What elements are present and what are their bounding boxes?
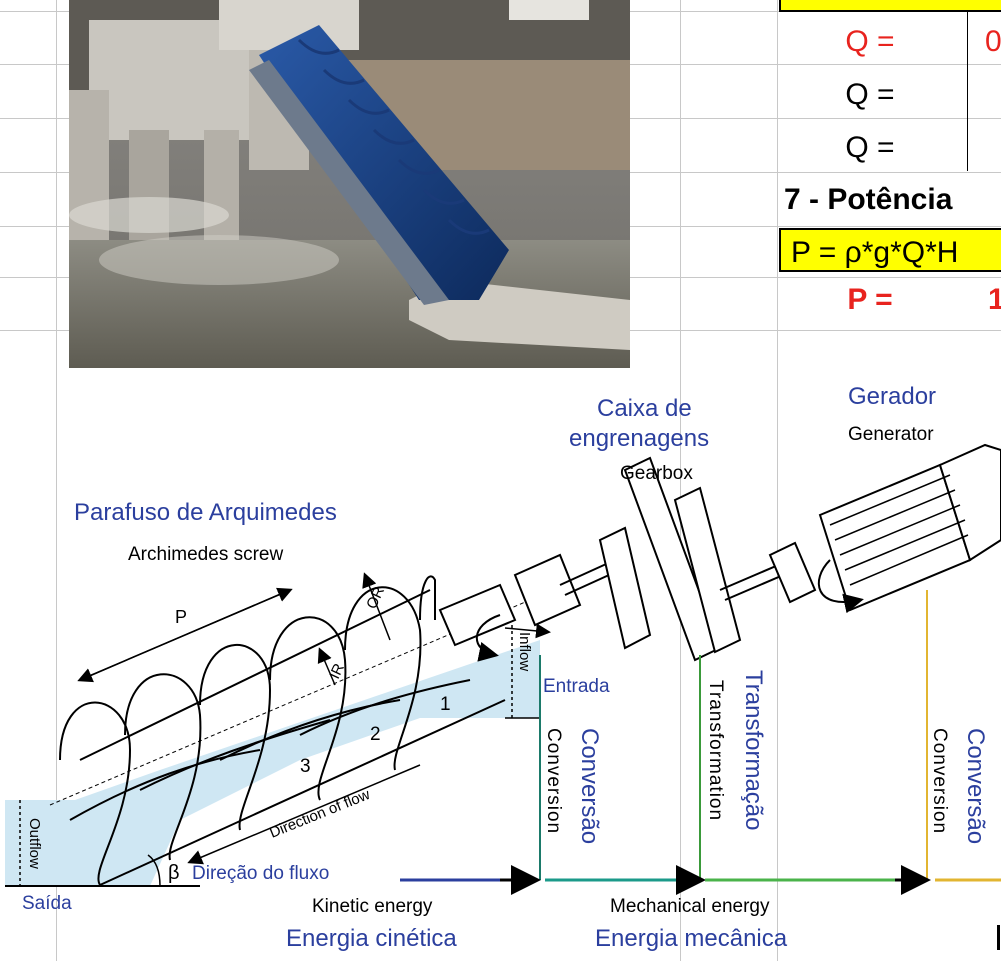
section-title: 7 - Potência [784,185,952,215]
chamber-3-label: 3 [300,756,311,777]
generator-label-pt: Gerador [848,383,936,410]
conversion-en-label-2: Conversion [929,728,950,834]
chamber-1-label: 1 [440,694,451,715]
diagram-drawing: Parafuso de Arquimedes Archimedes screw … [0,368,1001,961]
beta-angle-label: β [168,862,180,884]
power-value-cell: 1 [988,285,1001,315]
screw-label-pt: Parafuso de Arquimedes [74,499,337,526]
power-label-cell: P = [820,285,920,315]
transformation-pt-label: Transformação [740,670,767,831]
kinetic-energy-pt-label: Energia cinética [286,925,457,952]
screw-label-en: Archimedes screw [128,544,283,565]
kinetic-energy-en-label: Kinetic energy [312,896,433,917]
conversion-en-label: Conversion [543,728,564,834]
entrada-label: Entrada [543,676,610,697]
flow-label-cell: Q = [790,80,950,110]
flow-label-cell: Q = [790,27,950,57]
formula-cell: P = ρ*g*Q*H [779,228,1001,272]
sheet-value-divider [967,11,968,171]
gearbox-label-pt-2: engrenagens [569,425,709,452]
direction-of-flow-label: Direction of flow [267,786,372,842]
conversion-pt-label-2: Conversão [962,728,989,844]
mechanical-energy-pt-label: Energia mecânica [595,925,788,952]
pitch-label: P [175,607,187,627]
flow-label-cell: Q = [790,133,950,163]
flow-value-cell: 0 [985,27,1001,57]
outflow-label: Outflow [26,818,43,869]
archimedes-screw-photo [69,0,630,368]
mechanical-energy-en-label: Mechanical energy [610,896,770,917]
photo-illustration [69,0,630,368]
archimedes-screw-diagram: Parafuso de Arquimedes Archimedes screw … [0,368,1001,961]
conversion-pt-label: Conversão [576,728,603,844]
gearbox-label-en: Gearbox [620,463,693,484]
transformation-en-label: Transformation [705,680,726,821]
saida-label: Saída [22,893,72,914]
direction-pt-label: Direção do fluxo [192,863,329,884]
gearbox-label-pt-1: Caixa de [597,395,692,422]
chamber-2-label: 2 [370,724,381,745]
generator-label-en: Generator [848,424,934,445]
inflow-label: Inflow [516,632,533,671]
